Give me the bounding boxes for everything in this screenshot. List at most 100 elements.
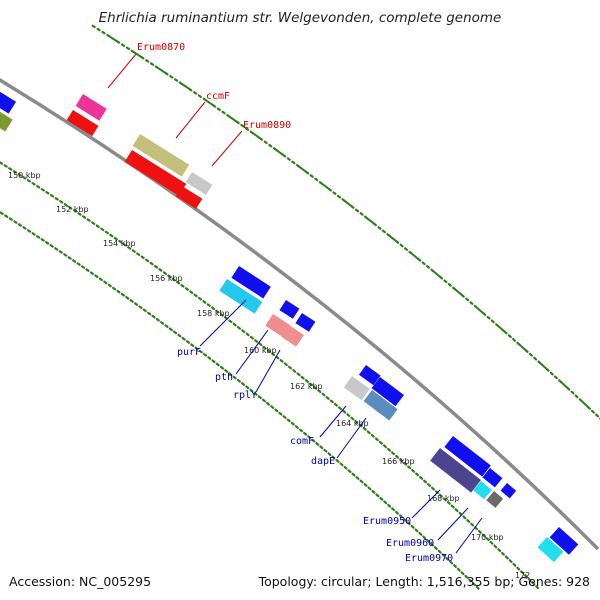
gc-dot bbox=[184, 287, 189, 291]
gc-dot bbox=[512, 562, 517, 567]
gc-dot bbox=[206, 303, 211, 307]
gc-dot bbox=[366, 430, 371, 435]
gc-dot bbox=[331, 455, 336, 460]
gc-dot bbox=[193, 293, 198, 298]
genome-title: Ehrlichia ruminantium str. Welgevonden, … bbox=[98, 10, 502, 26]
gc-dot bbox=[475, 306, 485, 314]
gc-dot bbox=[49, 244, 54, 248]
gc-dot bbox=[333, 402, 338, 407]
gc-dot bbox=[381, 229, 386, 234]
gc-dot bbox=[155, 317, 160, 322]
gc-dot bbox=[343, 200, 353, 207]
gc-dot bbox=[378, 440, 383, 445]
gc-dot bbox=[176, 280, 181, 285]
gc-dot bbox=[507, 334, 512, 339]
gc-dot bbox=[241, 382, 246, 386]
gc-dot bbox=[406, 521, 411, 526]
gc-dot bbox=[372, 222, 377, 227]
gc-dot bbox=[45, 191, 50, 195]
gc-dot bbox=[296, 372, 301, 377]
gc-dot bbox=[327, 187, 332, 192]
gc-dot bbox=[173, 78, 179, 82]
gc-dot bbox=[335, 459, 340, 463]
gc-dot bbox=[100, 227, 105, 232]
gc-dot bbox=[149, 62, 155, 66]
gc-dot bbox=[245, 385, 250, 390]
gc-dot bbox=[249, 335, 254, 340]
gc-dot bbox=[366, 217, 375, 225]
gc-dot bbox=[391, 451, 396, 456]
gc-dot bbox=[410, 252, 419, 260]
gc-dot bbox=[470, 522, 475, 527]
gc-dot bbox=[145, 59, 150, 63]
gc-dot bbox=[22, 226, 27, 230]
gc-dot bbox=[211, 359, 216, 364]
gc-dot bbox=[395, 454, 400, 459]
gc-dot bbox=[482, 312, 487, 316]
gc-dot bbox=[354, 420, 359, 424]
gc-dot bbox=[254, 339, 259, 343]
gc-dot bbox=[395, 510, 400, 515]
gc-dot bbox=[162, 271, 167, 275]
gc-dot bbox=[236, 378, 241, 383]
gc-dot bbox=[131, 249, 136, 253]
gc-dot bbox=[258, 137, 264, 141]
gene-feature bbox=[473, 481, 492, 500]
gc-dot bbox=[286, 157, 291, 161]
gc-dot bbox=[215, 309, 220, 314]
gene-feature bbox=[500, 483, 517, 499]
gc-dot bbox=[4, 214, 9, 218]
gc-dot bbox=[591, 409, 595, 414]
gc-dot bbox=[418, 532, 423, 536]
gc-dot bbox=[595, 413, 600, 418]
gc-dot bbox=[286, 418, 291, 423]
gene-feature bbox=[363, 390, 398, 421]
gc-dot bbox=[153, 264, 159, 269]
gc-dot bbox=[241, 329, 246, 333]
gc-dot bbox=[271, 352, 276, 357]
gc-dot bbox=[120, 43, 126, 47]
gc-dot bbox=[185, 340, 191, 344]
tick-label: 150 kbp bbox=[8, 171, 41, 180]
gc-dot bbox=[471, 582, 476, 587]
gc-dot bbox=[67, 256, 72, 260]
gc-dot bbox=[454, 288, 463, 296]
gc-skew-dots bbox=[0, 24, 600, 590]
gc-dot bbox=[437, 549, 442, 554]
leader-lines bbox=[107, 53, 483, 554]
gc-dot bbox=[527, 577, 532, 582]
tick-label: 168 kbp bbox=[427, 494, 460, 503]
gc-dot bbox=[54, 247, 59, 251]
gc-dot bbox=[398, 514, 403, 519]
gc-dot bbox=[359, 479, 364, 484]
tick-label: 154 kbp bbox=[103, 239, 136, 248]
gc-dot bbox=[125, 296, 130, 300]
gc-dot bbox=[288, 365, 293, 370]
gc-dot bbox=[138, 305, 143, 310]
gc-dot bbox=[270, 405, 275, 409]
gene-label-purf: purF bbox=[177, 347, 201, 358]
gc-dot bbox=[531, 581, 536, 586]
gc-dot bbox=[298, 165, 307, 173]
gc-dot bbox=[164, 324, 169, 328]
gc-dot bbox=[481, 533, 486, 538]
gc-dot bbox=[3, 164, 8, 168]
gene-label-erum0960: Erum0960 bbox=[386, 538, 434, 549]
gc-dot bbox=[98, 277, 103, 282]
genes-reverse bbox=[0, 108, 564, 563]
gc-dot bbox=[427, 483, 431, 487]
gc-dot bbox=[379, 496, 384, 501]
gc-dot bbox=[462, 515, 467, 520]
gc-dot bbox=[279, 359, 284, 363]
gene-feature bbox=[549, 527, 579, 555]
gc-dot bbox=[449, 560, 454, 565]
gc-dot bbox=[524, 349, 529, 353]
gc-dot bbox=[22, 176, 27, 180]
gc-dot bbox=[422, 535, 427, 540]
gc-dot bbox=[94, 274, 99, 279]
gc-dot bbox=[235, 120, 240, 125]
gene-feature bbox=[124, 150, 187, 196]
gc-dot bbox=[450, 504, 455, 509]
gc-dot bbox=[202, 300, 207, 304]
